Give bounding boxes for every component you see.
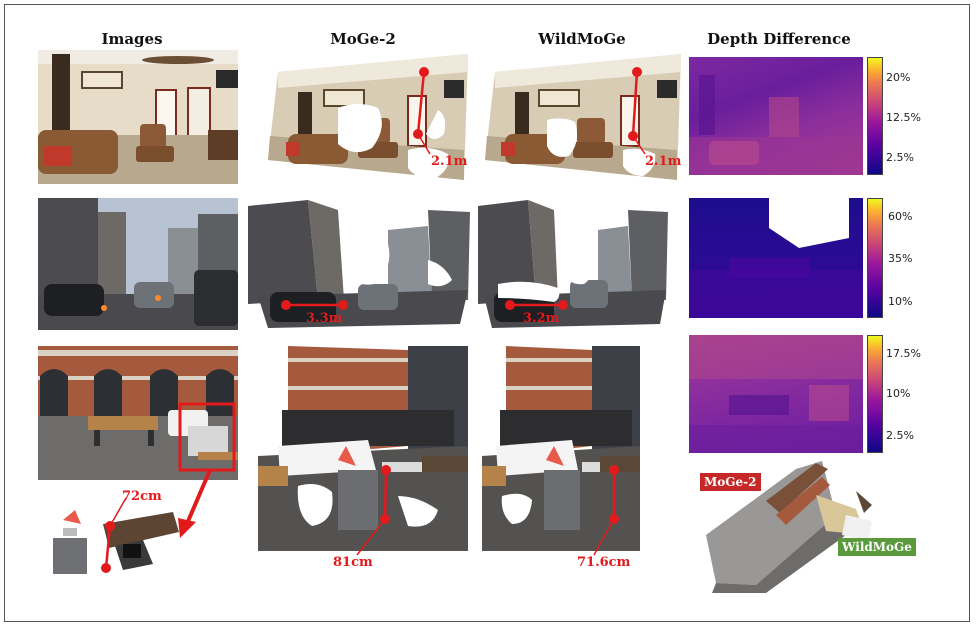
row3-colorbar: [867, 335, 883, 453]
courtyard-photo: [38, 346, 238, 480]
side-view-pointcloud-comparison: [696, 455, 926, 595]
row2-depth-difference-heatmap: [689, 198, 863, 318]
header-depth-difference: Depth Difference: [707, 30, 851, 48]
moge2-courtyard-pointcloud: [258, 346, 468, 551]
inset-measurement: 72cm: [122, 489, 162, 504]
row1-colorbar: [867, 57, 883, 175]
header-wildmoge: WildMoGe: [538, 30, 626, 48]
moge2-row1-measurement: 2.1m: [431, 154, 468, 169]
row2-colorbar: [867, 198, 883, 318]
wildmoge-row1-measurement: 2.1m: [645, 154, 682, 169]
row1-colorbar-tick-high: 20%: [886, 71, 911, 84]
zoomed-inset-pointcloud: [53, 484, 183, 576]
row3-colorbar-tick-mid: 10%: [886, 387, 911, 400]
wildmoge-row3-measurement: 71.6cm: [577, 555, 631, 570]
row1-colorbar-tick-mid: 12.5%: [886, 111, 921, 124]
row3-colorbar-tick-high: 17.5%: [886, 347, 921, 360]
row2-colorbar-tick-high: 60%: [888, 210, 913, 223]
living-room-photo: [38, 50, 238, 184]
row2-colorbar-tick-low: 10%: [888, 295, 913, 308]
wildmoge-courtyard-pointcloud: [482, 346, 640, 551]
row1-colorbar-tick-low: 2.5%: [886, 151, 914, 164]
row3-depth-difference-heatmap: [689, 335, 863, 453]
moge2-pointcloud-tag: MoGe-2: [700, 473, 761, 491]
row2-colorbar-tick-mid: 35%: [888, 252, 913, 265]
header-images: Images: [101, 30, 163, 48]
row1-depth-difference-heatmap: [689, 57, 863, 175]
wildmoge-row2-measurement: 3.2m: [523, 311, 560, 326]
moge2-row3-measurement: 81cm: [333, 555, 373, 570]
moge2-street-pointcloud: [248, 200, 470, 328]
wildmoge-pointcloud-tag: WildMoGe: [838, 538, 916, 556]
header-moge2: MoGe-2: [330, 30, 396, 48]
moge2-row2-measurement: 3.3m: [306, 311, 343, 326]
street-photo: [38, 198, 238, 330]
figure-frame: [4, 4, 970, 622]
wildmoge-street-pointcloud: [478, 200, 668, 328]
row3-colorbar-tick-low: 2.5%: [886, 429, 914, 442]
